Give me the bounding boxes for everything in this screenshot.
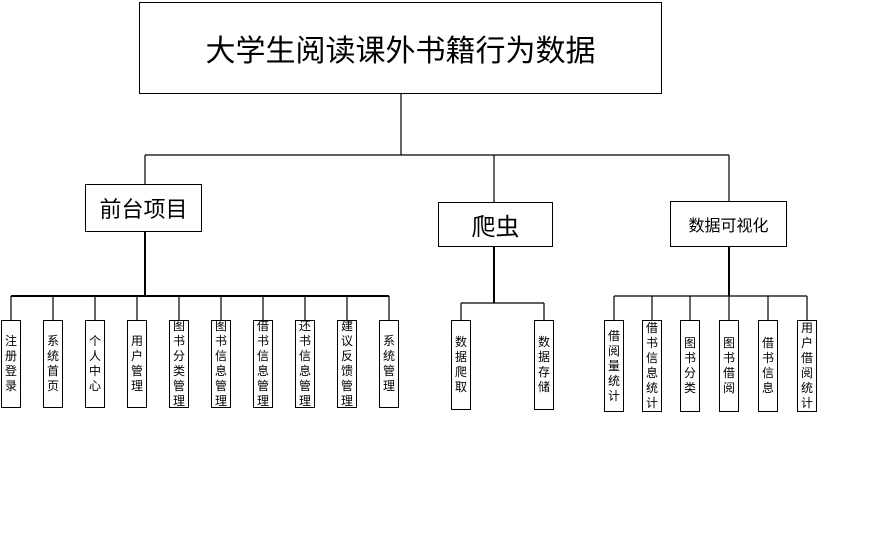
leaf-node-register-login: 注册登录 (1, 320, 21, 408)
leaf-node-category-management: 图书分类管理 (169, 320, 189, 408)
branch-node-visualization: 数据可视化 (670, 201, 787, 247)
leaf-node-book-info-management: 图书信息管理 (211, 320, 231, 408)
leaf-node-borrow-info-management: 借书信息管理 (253, 320, 273, 408)
root-node: 大学生阅读课外书籍行为数据 (139, 2, 662, 94)
leaf-node-user-management: 用户管理 (127, 320, 147, 408)
leaf-node-feedback-management: 建议反馈管理 (337, 320, 357, 408)
leaf-node-data-storage: 数据存储 (534, 320, 554, 410)
leaf-node-system-home: 系统首页 (43, 320, 63, 408)
leaf-node-user-borrow-stats: 用户借阅统计 (797, 320, 817, 412)
leaf-node-data-crawl: 数据爬取 (451, 320, 471, 410)
leaf-node-book-borrow: 图书借阅 (719, 320, 739, 412)
leaf-node-book-category: 图书分类 (680, 320, 700, 412)
leaf-node-system-management: 系统管理 (379, 320, 399, 408)
leaf-node-personal-center: 个人中心 (85, 320, 105, 408)
branch-node-frontend: 前台项目 (85, 184, 202, 232)
leaf-node-borrow-volume-stats: 借阅量统计 (604, 320, 624, 412)
leaf-node-borrow-info-stats: 借书信息统计 (642, 320, 662, 412)
leaf-node-borrow-info: 借书信息 (758, 320, 778, 412)
leaf-node-return-info-management: 还书信息管理 (295, 320, 315, 408)
branch-node-crawler: 爬虫 (438, 202, 553, 247)
